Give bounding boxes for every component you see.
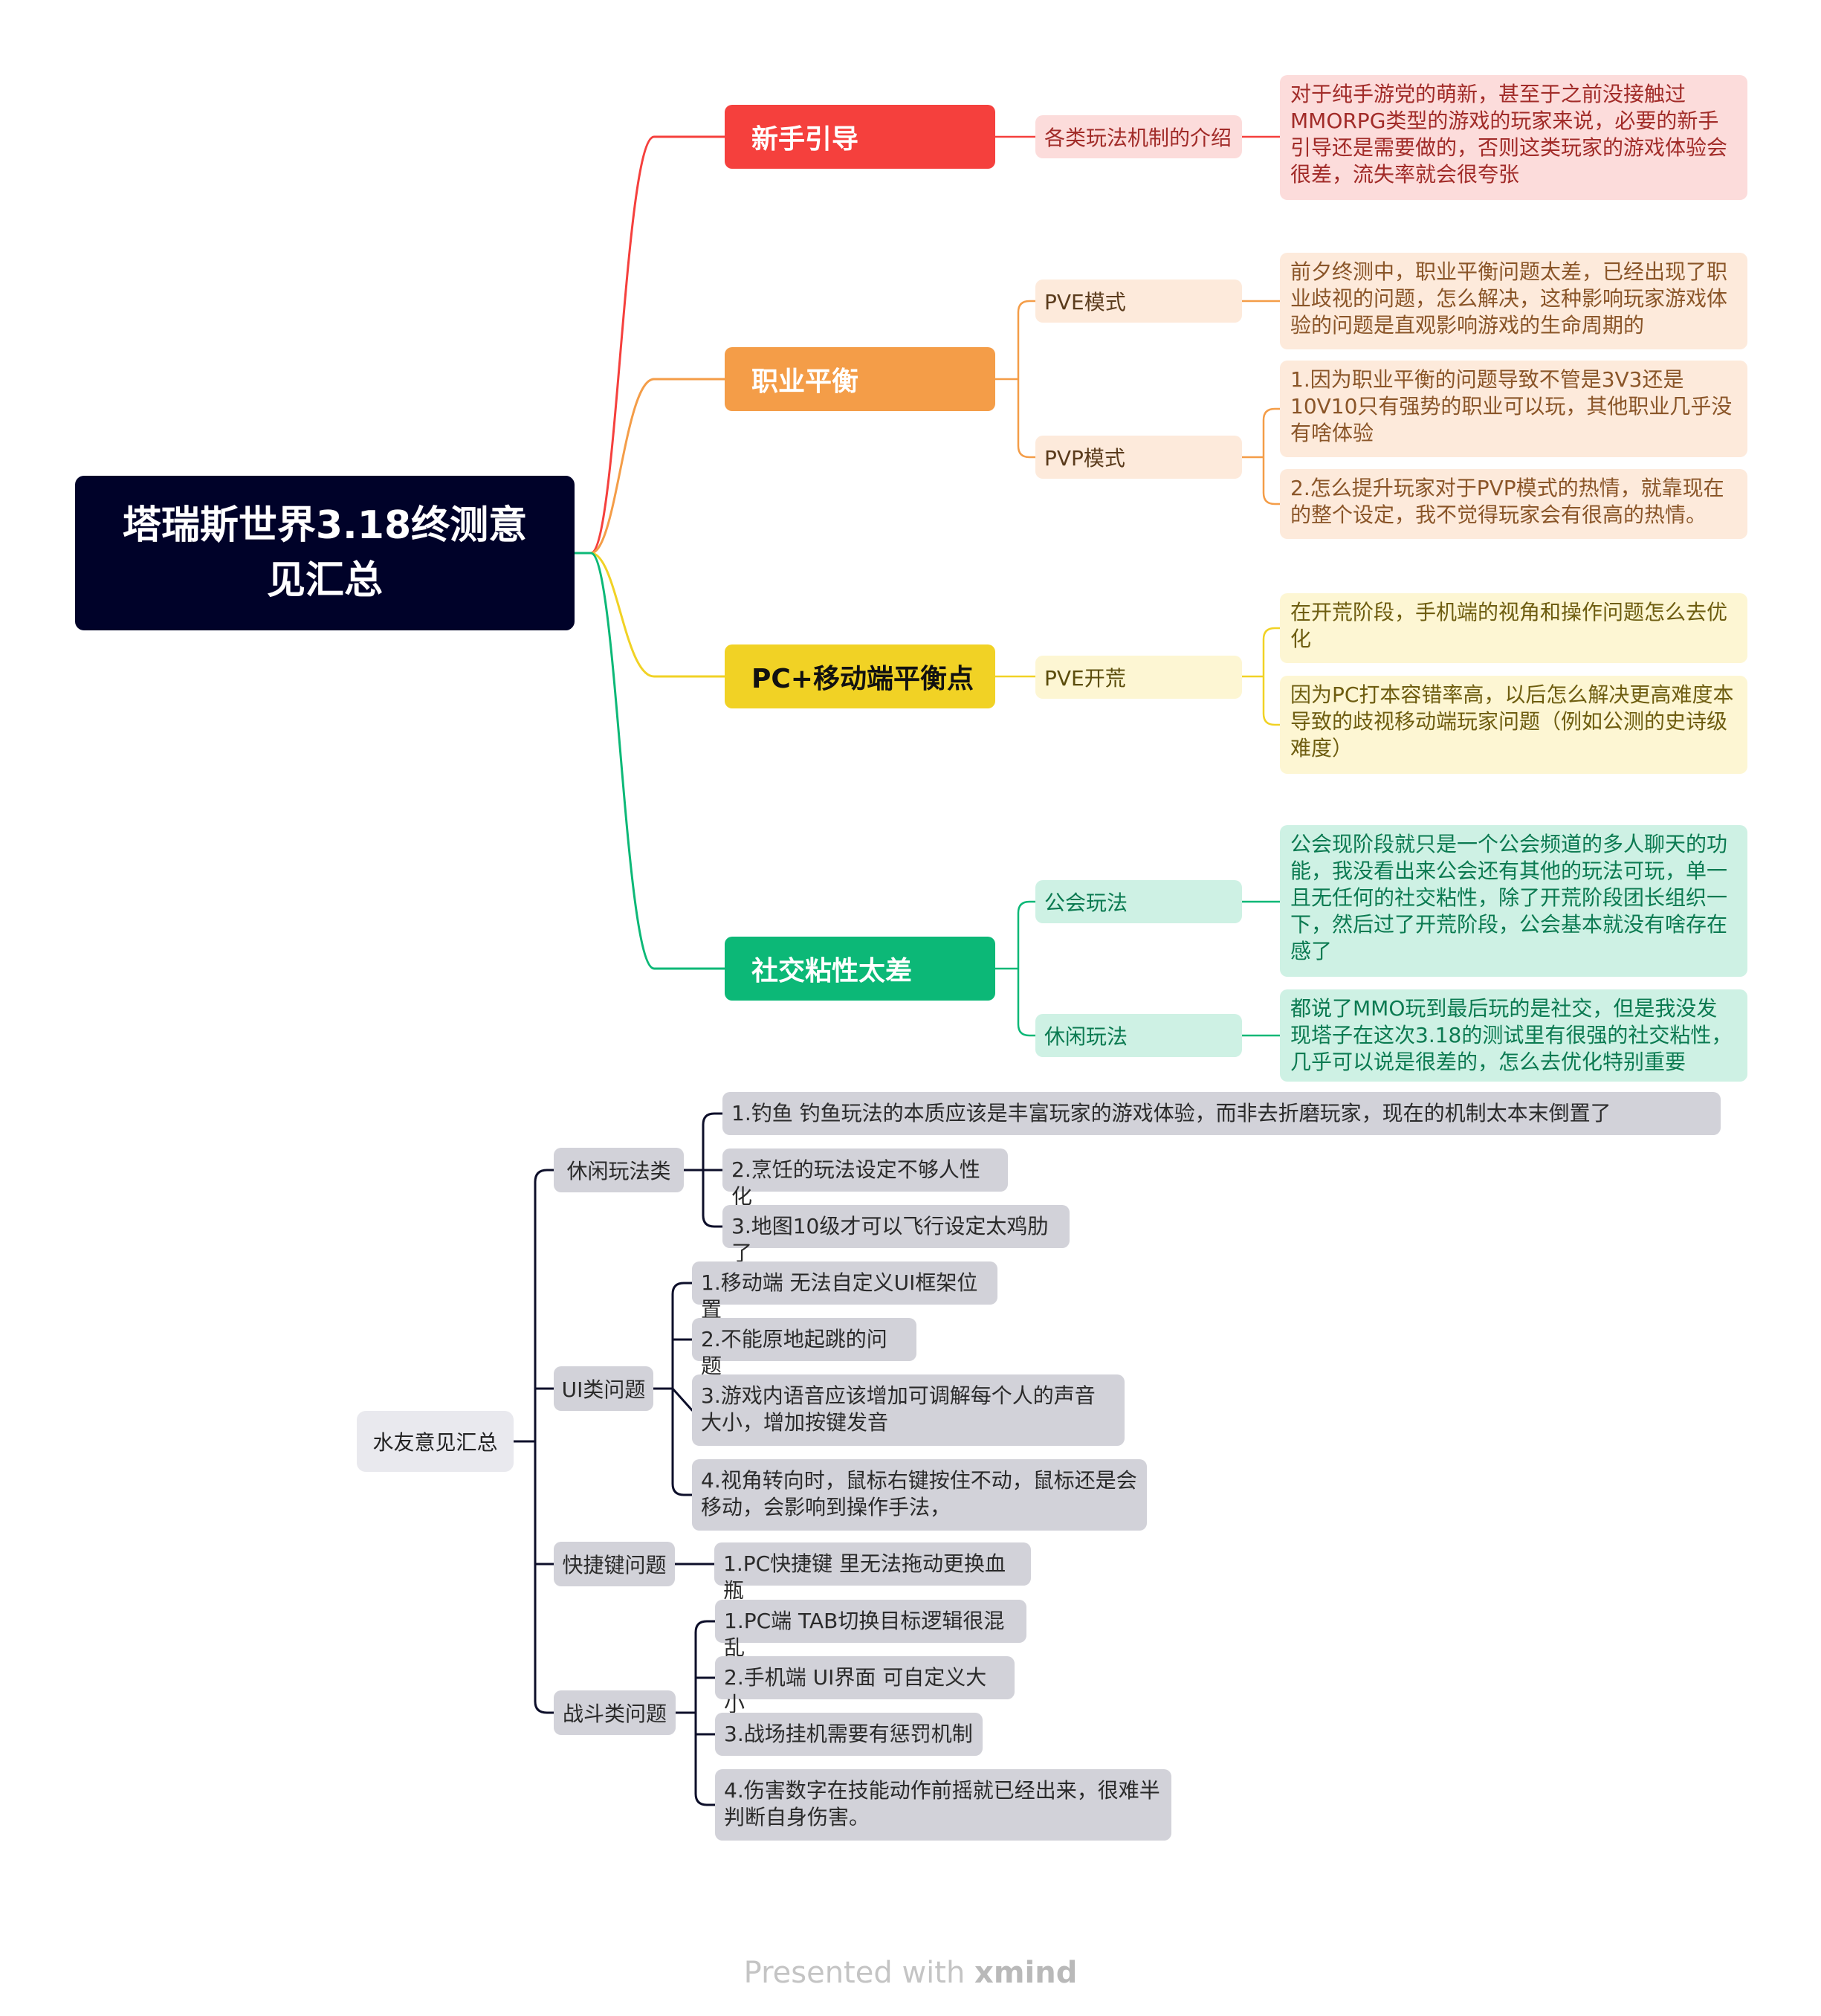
- item-text: 2.手机端 UI界面 可自定义大小: [724, 1665, 987, 1716]
- topic-class-balance[interactable]: 职业平衡: [725, 347, 995, 411]
- subtopic-label: 休闲玩法: [1044, 1024, 1128, 1049]
- subtopic-pve-mode[interactable]: PVE模式: [1035, 280, 1242, 323]
- subtopic-label: PVP模式: [1044, 446, 1125, 471]
- note-text: 对于纯手游党的萌新，甚至于之前没接触过MMORPG类型的游戏的玩家来说，必要的新…: [1290, 82, 1728, 187]
- subtopic-guild-play[interactable]: 公会玩法: [1035, 880, 1242, 923]
- feedback-connector: [682, 1112, 724, 1228]
- sub-connector: [994, 300, 1037, 459]
- topic-connector: [573, 552, 726, 678]
- topic-label: PC+移动端平衡点: [751, 664, 974, 694]
- sub-connector: [994, 900, 1037, 1037]
- subtopic-mechanics-intro[interactable]: 各类玩法机制的介绍: [1035, 115, 1242, 158]
- note-connector: [1241, 407, 1281, 505]
- list-item: 4.伤害数字在技能动作前摇就已经出来，很难半判断自身伤害。: [715, 1769, 1171, 1841]
- subtopic-casual-play[interactable]: 休闲玩法: [1035, 1014, 1242, 1057]
- note: 在开荒阶段，手机端的视角和操作问题怎么去优化: [1280, 593, 1747, 663]
- item-text: 1.钓鱼 钓鱼玩法的本质应该是丰富玩家的游戏体验，而非去折磨玩家，现在的机制太本…: [731, 1101, 1611, 1125]
- note-text: 公会现阶段就只是一个公会频道的多人聊天的功能，我没看出来公会还有其他的玩法可玩，…: [1290, 832, 1728, 963]
- item-text: 3.地图10级才可以飞行设定太鸡肋了: [731, 1214, 1049, 1265]
- topic-connector: [573, 552, 726, 970]
- topic-connector: [573, 378, 726, 555]
- note: 因为PC打本容错率高，以后怎么解决更高难度本导致的歧视移动端玩家问题（例如公测的…: [1280, 676, 1747, 774]
- feedback-root-label: 水友意见汇总: [372, 1430, 498, 1455]
- note-text: 因为PC打本容错率高，以后怎么解决更高难度本导致的歧视移动端玩家问题（例如公测的…: [1290, 682, 1734, 760]
- group-casual[interactable]: 休闲玩法类: [554, 1148, 684, 1192]
- list-item: 1.钓鱼 钓鱼玩法的本质应该是丰富玩家的游戏体验，而非去折磨玩家，现在的机制太本…: [722, 1092, 1721, 1135]
- topic-pc-mobile-balance[interactable]: PC+移动端平衡点: [725, 644, 995, 708]
- note-text: 在开荒阶段，手机端的视角和操作问题怎么去优化: [1290, 600, 1728, 651]
- feedback-connector: [674, 1620, 717, 1806]
- root-topic-label: 塔瑞斯世界3.18终测意见汇总: [122, 503, 528, 603]
- note: 公会现阶段就只是一个公会频道的多人聊天的功能，我没看出来公会还有其他的玩法可玩，…: [1280, 825, 1747, 977]
- note-text: 前夕终测中，职业平衡问题太差，已经出现了职业歧视的问题，怎么解决，这种影响玩家游…: [1290, 259, 1728, 337]
- subtopic-label: 公会玩法: [1044, 891, 1128, 915]
- footer-prefix: Presented with: [743, 1956, 966, 1990]
- root-topic[interactable]: 塔瑞斯世界3.18终测意见汇总: [75, 476, 575, 630]
- note: 都说了MMO玩到最后玩的是社交，但是我没发现塔子在这次3.18的测试里有很强的社…: [1280, 989, 1747, 1082]
- list-item: 2.手机端 UI界面 可自定义大小: [715, 1656, 1015, 1716]
- footer-credit: Presented with xmind: [0, 1956, 1821, 1990]
- item-text: 4.视角转向时，鼠标右键按住不动，鼠标还是会移动，会影响到操作手法，: [701, 1468, 1137, 1519]
- item-text: 1.PC端 TAB切换目标逻辑很混乱: [724, 1609, 1005, 1660]
- note-text: 都说了MMO玩到最后玩的是社交，但是我没发现塔子在这次3.18的测试里有很强的社…: [1290, 996, 1733, 1074]
- subtopic-label: PVE开荒: [1044, 666, 1126, 691]
- note-text: 2.怎么提升玩家对于PVP模式的热情，就靠现在的整个设定，我不觉得玩家会有很高的…: [1290, 476, 1724, 527]
- item-text: 3.战场挂机需要有惩罚机制: [724, 1722, 973, 1746]
- list-item: 3.地图10级才可以飞行设定太鸡肋了: [722, 1205, 1070, 1265]
- list-item: 4.视角转向时，鼠标右键按住不动，鼠标还是会移动，会影响到操作手法，: [692, 1459, 1147, 1531]
- topic-social-stickiness[interactable]: 社交粘性太差: [725, 937, 995, 1001]
- group-ui[interactable]: UI类问题: [554, 1366, 653, 1411]
- topic-connector: [573, 135, 726, 555]
- subtopic-label: PVE模式: [1044, 290, 1126, 314]
- feedback-root[interactable]: 水友意见汇总: [357, 1411, 514, 1472]
- topic-label: 职业平衡: [751, 366, 859, 397]
- subtopic-pvp-mode[interactable]: PVP模式: [1035, 436, 1242, 479]
- xmind-logo: xmind: [974, 1956, 1078, 1990]
- note: 2.怎么提升玩家对于PVP模式的热情，就靠现在的整个设定，我不觉得玩家会有很高的…: [1280, 469, 1747, 539]
- list-item: 1.PC端 TAB切换目标逻辑很混乱: [715, 1600, 1026, 1660]
- topic-label: 新手引导: [751, 124, 859, 155]
- group-label: UI类问题: [561, 1377, 646, 1402]
- list-item: 2.不能原地起跳的问题: [692, 1318, 916, 1378]
- item-text: 1.移动端 无法自定义UI框架位置: [701, 1270, 978, 1322]
- subtopic-label: 各类玩法机制的介绍: [1044, 126, 1232, 150]
- topic-label: 社交粘性太差: [751, 956, 913, 986]
- note-connector: [1241, 627, 1281, 726]
- item-text: 2.烹饪的玩法设定不够人性化: [731, 1157, 980, 1209]
- note: 前夕终测中，职业平衡问题太差，已经出现了职业歧视的问题，怎么解决，这种影响玩家游…: [1280, 253, 1747, 349]
- list-item: 1.PC快捷键 里无法拖动更换血瓶: [714, 1542, 1031, 1603]
- list-item: 1.移动端 无法自定义UI框架位置: [692, 1261, 997, 1322]
- list-item: 2.烹饪的玩法设定不够人性化: [722, 1148, 1008, 1209]
- item-text: 2.不能原地起跳的问题: [701, 1327, 887, 1378]
- note-text: 1.因为职业平衡的问题导致不管是3V3还是10V10只有强势的职业可以玩，其他职…: [1290, 367, 1733, 445]
- feedback-connector: [534, 1169, 555, 1714]
- item-text: 4.伤害数字在技能动作前摇就已经出来，很难半判断自身伤害。: [724, 1778, 1160, 1829]
- group-label: 休闲玩法类: [566, 1159, 671, 1183]
- group-label: 快捷键问题: [562, 1553, 667, 1577]
- list-item: 3.游戏内语音应该增加可调解每个人的声音大小，增加按键发音: [692, 1374, 1125, 1446]
- list-item: 3.战场挂机需要有惩罚机制: [715, 1713, 983, 1756]
- item-text: 1.PC快捷键 里无法拖动更换血瓶: [723, 1551, 1006, 1603]
- group-combat[interactable]: 战斗类问题: [554, 1690, 676, 1735]
- item-text: 3.游戏内语音应该增加可调解每个人的声音大小，增加按键发音: [701, 1383, 1096, 1435]
- note: 对于纯手游党的萌新，甚至于之前没接触过MMORPG类型的游戏的玩家来说，必要的新…: [1280, 75, 1747, 200]
- group-hotkey[interactable]: 快捷键问题: [554, 1542, 675, 1586]
- subtopic-pve-pioneer[interactable]: PVE开荒: [1035, 656, 1242, 699]
- note: 1.因为职业平衡的问题导致不管是3V3还是10V10只有强势的职业可以玩，其他职…: [1280, 361, 1747, 457]
- feedback-connector: [652, 1282, 693, 1496]
- topic-newbie-guide[interactable]: 新手引导: [725, 105, 995, 169]
- group-label: 战斗类问题: [562, 1702, 667, 1726]
